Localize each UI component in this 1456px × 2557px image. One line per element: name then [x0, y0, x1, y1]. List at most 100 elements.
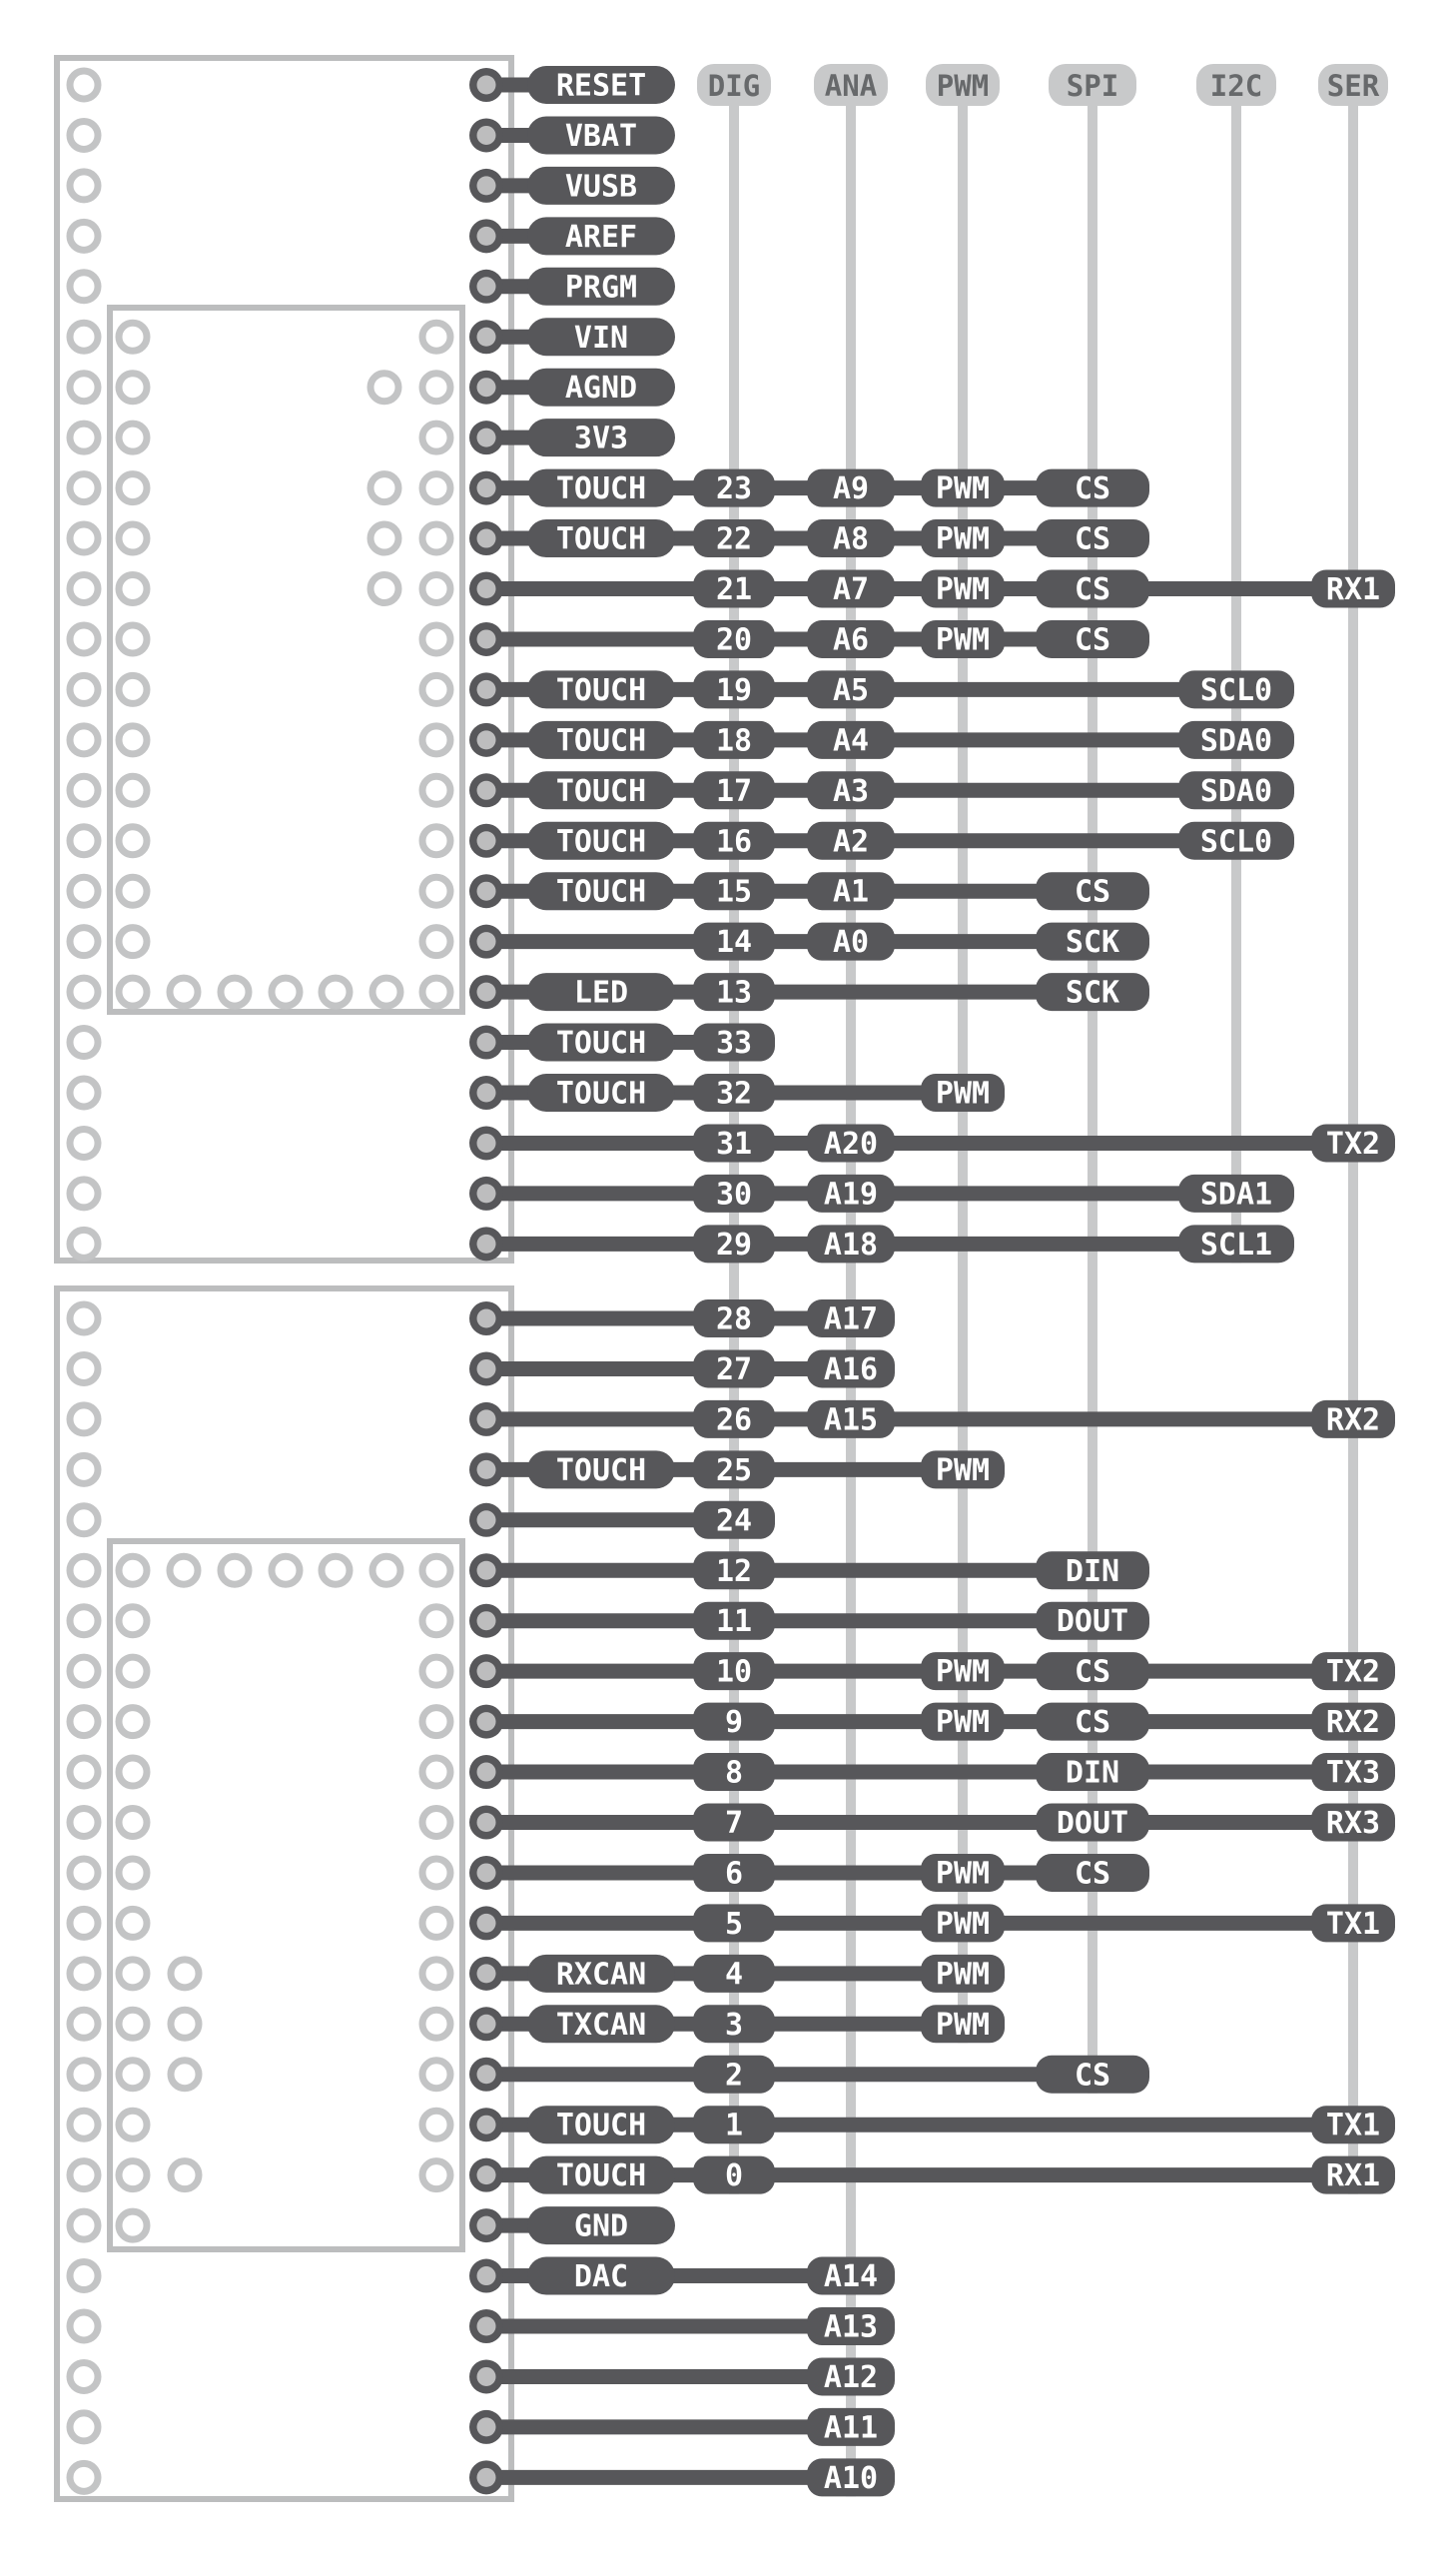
pill-label: [527, 1954, 675, 1993]
hole-circle: [66, 1502, 102, 1538]
pin-pad-center: [476, 2266, 496, 2286]
pill-pwm-text: PWM: [936, 1453, 990, 1488]
pill-ser-text: TX2: [1326, 1655, 1380, 1690]
board-outlines: [54, 55, 514, 2502]
hole-circle: [66, 571, 102, 606]
hole-circle: [217, 974, 253, 1010]
pill-ana-text: A5: [833, 673, 869, 708]
hole-circle: [66, 2006, 102, 2042]
pill-dig-text: 4: [725, 1957, 743, 1992]
pin-pad-center: [476, 1409, 496, 1429]
pill-dig-text: 19: [716, 673, 752, 708]
pill-dig-text: 27: [716, 1352, 752, 1387]
hole-circle: [115, 1603, 151, 1639]
header-label-dig: DIG: [708, 69, 760, 103]
pill-ser-text: TX2: [1326, 1127, 1380, 1162]
pin-pad-center: [476, 378, 496, 398]
header-label-i2c: I2C: [1210, 69, 1262, 103]
pill-ana: [807, 519, 895, 558]
pill-dig-text: 21: [716, 572, 752, 607]
pill-dig-text: 10: [716, 1655, 752, 1690]
pin-pad-center: [476, 2014, 496, 2034]
hole-circle: [115, 1855, 151, 1891]
hole-circle: [418, 1704, 454, 1740]
hole-circle: [66, 1451, 102, 1487]
hole-circle: [66, 2459, 102, 2495]
pin-pad-center: [476, 2316, 496, 2336]
column-lines: [729, 100, 1358, 2497]
pill-pwm-text: PWM: [936, 2008, 990, 2043]
hole-circle: [66, 1704, 102, 1740]
pill-ana-text: A3: [833, 774, 869, 809]
pill-pwm: [921, 2005, 1005, 2044]
pill-dig-text: 31: [716, 1127, 752, 1162]
pill-ana-text: A10: [824, 2461, 878, 2496]
pill-dig-text: 23: [716, 471, 752, 506]
hole-circle: [66, 420, 102, 455]
pill-dig-text: 0: [725, 2158, 743, 2193]
hole-circle: [115, 1653, 151, 1689]
hole-circle: [115, 1704, 151, 1740]
pill-dig-text: 11: [716, 1604, 752, 1639]
hole-circle: [368, 974, 404, 1010]
pin-pad-center: [476, 427, 496, 447]
pin-pad-center: [476, 2215, 496, 2235]
hole-circle: [167, 2057, 203, 2093]
pill-pwm: [921, 1954, 1005, 1993]
pill-label-text: RXCAN: [556, 1957, 646, 1992]
pill-dig: [693, 519, 775, 558]
pill-dig: [693, 1299, 775, 1337]
hole-circle: [268, 974, 304, 1010]
hole-circle: [66, 2308, 102, 2344]
pill-ser-text: RX1: [1326, 572, 1380, 607]
header-pill-pwm: [926, 64, 1000, 106]
pill-pwm-text: PWM: [936, 1856, 990, 1891]
hole-circle: [418, 873, 454, 909]
pill-dig: [693, 468, 775, 507]
hole-circle: [115, 722, 151, 758]
pill-dig: [693, 1074, 775, 1112]
pin-row-A13: A13: [469, 2307, 895, 2345]
pin-pad-center: [476, 2165, 496, 2185]
pin-pad-center: [476, 1964, 496, 1984]
pill-ser-text: RX3: [1326, 1806, 1380, 1841]
hole-circle: [167, 2157, 203, 2193]
pill-pwm: [921, 1702, 1005, 1741]
hole-circle: [115, 571, 151, 606]
pill-ana: [807, 2407, 895, 2446]
header-pill-ana: [814, 64, 888, 106]
hole-circle: [418, 924, 454, 960]
hole-circle: [66, 1754, 102, 1790]
hole-circle: [66, 1603, 102, 1639]
pill-i2c: [1178, 771, 1294, 810]
pill-dig-text: 22: [716, 522, 752, 557]
pill-dig: [693, 1601, 775, 1640]
pill-label: [527, 419, 675, 457]
hole-circle: [66, 2157, 102, 2193]
pin-pad-center: [476, 1184, 496, 1204]
pill-ser: [1311, 569, 1395, 608]
hole-circle: [418, 722, 454, 758]
pin-pad-center: [476, 629, 496, 649]
pill-ana-text: A0: [833, 925, 869, 960]
pill-ana-text: A20: [824, 1127, 878, 1162]
pill-dig-text: 26: [716, 1402, 752, 1437]
pill-dig: [693, 1124, 775, 1163]
pill-ser-text: RX2: [1326, 1402, 1380, 1437]
pill-ana: [807, 1349, 895, 1388]
pill-label: [527, 267, 675, 306]
pill-spi: [1036, 973, 1149, 1012]
pill-dig-text: 30: [716, 1177, 752, 1212]
pill-dig: [693, 2005, 775, 2044]
board-1-inner-outline: [107, 305, 465, 1015]
hole-circle: [418, 2157, 454, 2193]
hole-circle: [66, 974, 102, 1010]
pill-label: [527, 217, 675, 256]
